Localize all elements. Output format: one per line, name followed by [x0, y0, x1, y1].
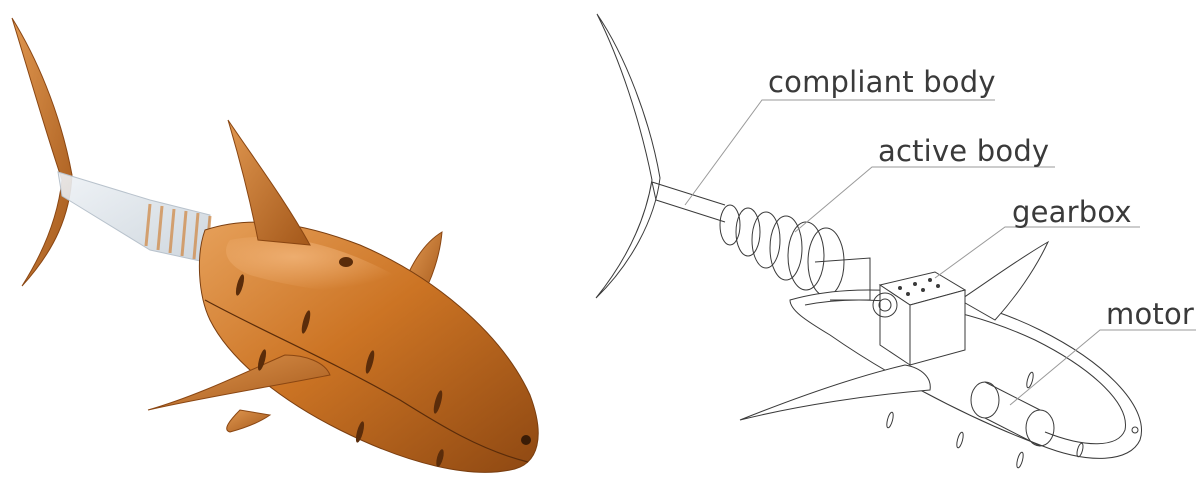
- tail-fin: [12, 18, 72, 286]
- nose-sensor: [521, 435, 531, 445]
- pelvic-fin: [227, 410, 270, 432]
- lineart-tail-fin: [596, 14, 660, 298]
- label-active-body: active body: [878, 137, 1049, 166]
- label-gearbox: gearbox: [1012, 198, 1132, 227]
- label-motor: motor: [1106, 300, 1194, 329]
- sensor-hole: [339, 257, 353, 267]
- lineart-fin-lower: [740, 365, 930, 420]
- lineart-ribs: [720, 205, 844, 296]
- label-compliant-body: compliant body: [768, 68, 996, 97]
- compliant-tail: [58, 172, 210, 262]
- rendered-fish: [12, 18, 538, 472]
- lineart-compliant-spine: [652, 182, 725, 222]
